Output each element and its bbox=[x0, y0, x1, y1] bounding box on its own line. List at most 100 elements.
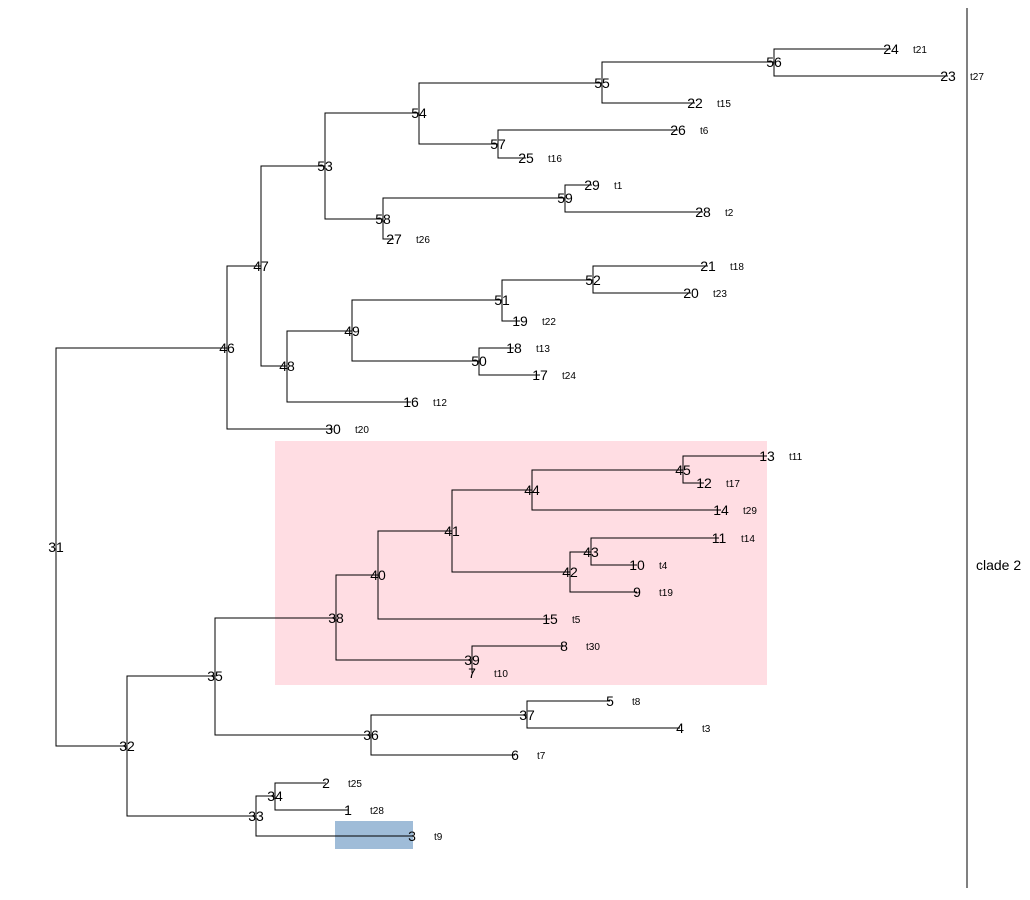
node-label-9: 9 bbox=[633, 584, 641, 600]
node-label-32: 32 bbox=[119, 738, 135, 754]
branch-31-32 bbox=[55, 547, 127, 747]
node-label-5: 5 bbox=[606, 693, 614, 709]
branch-53-58 bbox=[324, 166, 383, 220]
branch-59-28 bbox=[564, 198, 703, 213]
tree-edges bbox=[55, 48, 948, 837]
node-label-19: 19 bbox=[512, 313, 528, 329]
tip-label-t9: t9 bbox=[434, 832, 443, 843]
node-label-16: 16 bbox=[403, 394, 419, 410]
tip-label-t18: t18 bbox=[730, 262, 744, 273]
tip-label-t27: t27 bbox=[970, 72, 984, 83]
node-label-37: 37 bbox=[519, 707, 535, 723]
branch-47-53 bbox=[260, 165, 325, 266]
node-label-29: 29 bbox=[584, 177, 600, 193]
clade-2-highlight bbox=[275, 441, 767, 685]
node-label-59: 59 bbox=[557, 190, 573, 206]
tip-label-t7: t7 bbox=[537, 751, 546, 762]
node-label-36: 36 bbox=[363, 727, 379, 743]
node-label-2: 2 bbox=[322, 775, 330, 791]
node-label-15: 15 bbox=[542, 611, 558, 627]
branch-55-22 bbox=[601, 83, 695, 104]
branch-44-45 bbox=[531, 469, 683, 490]
node-label-49: 49 bbox=[344, 323, 360, 339]
tip-label-t30: t30 bbox=[586, 642, 600, 653]
node-label-27: 27 bbox=[386, 231, 402, 247]
node-label-45: 45 bbox=[675, 462, 691, 478]
tip-label-t5: t5 bbox=[572, 615, 581, 626]
node-label-20: 20 bbox=[683, 285, 699, 301]
branch-32-35 bbox=[126, 675, 215, 746]
branch-35-38 bbox=[214, 617, 336, 676]
branch-44-14 bbox=[531, 490, 721, 511]
branch-32-33 bbox=[126, 746, 256, 817]
node-label-10: 10 bbox=[629, 557, 645, 573]
branch-41-44 bbox=[451, 489, 532, 531]
branch-49-51 bbox=[351, 299, 502, 331]
tip-label-t11: t11 bbox=[789, 452, 803, 463]
branch-47-48 bbox=[260, 266, 287, 367]
node-label-40: 40 bbox=[370, 567, 386, 583]
tip-label-t16: t16 bbox=[548, 154, 562, 165]
node-label-50: 50 bbox=[471, 353, 487, 369]
branch-54-57 bbox=[418, 113, 498, 145]
tip-label-t8: t8 bbox=[632, 697, 641, 708]
branch-36-37 bbox=[370, 714, 527, 735]
tip-label-t14: t14 bbox=[741, 534, 755, 545]
tip-label-t4: t4 bbox=[659, 561, 668, 572]
tip-label-t20: t20 bbox=[355, 425, 369, 436]
branch-51-52 bbox=[501, 279, 593, 300]
node-label-4: 4 bbox=[676, 720, 684, 736]
node-label-13: 13 bbox=[759, 448, 775, 464]
branch-56-23 bbox=[773, 62, 948, 77]
branch-56-24 bbox=[773, 48, 891, 62]
node-label-3: 3 bbox=[408, 828, 416, 844]
node-label-11: 11 bbox=[712, 530, 727, 546]
branch-55-56 bbox=[601, 61, 774, 83]
node-label-58: 58 bbox=[375, 211, 391, 227]
node-label-30: 30 bbox=[325, 421, 341, 437]
tip-label-t26: t26 bbox=[416, 235, 430, 246]
node-label-33: 33 bbox=[248, 808, 264, 824]
branch-40-15 bbox=[377, 575, 550, 620]
branch-52-21 bbox=[592, 265, 708, 280]
node-label-48: 48 bbox=[279, 358, 295, 374]
branch-35-36 bbox=[214, 676, 371, 736]
branch-36-6 bbox=[370, 735, 515, 756]
tip-label-t3: t3 bbox=[702, 724, 711, 735]
tip-3-highlight bbox=[335, 821, 413, 849]
node-label-51: 51 bbox=[494, 292, 510, 308]
node-label-35: 35 bbox=[207, 668, 223, 684]
branch-37-5 bbox=[526, 700, 610, 715]
node-label-54: 54 bbox=[411, 105, 427, 121]
branch-54-55 bbox=[418, 82, 602, 113]
branch-53-54 bbox=[324, 112, 419, 166]
branch-52-20 bbox=[592, 280, 691, 294]
node-label-21: 21 bbox=[700, 258, 716, 274]
branch-58-27 bbox=[382, 219, 394, 240]
branch-42-9 bbox=[569, 572, 637, 593]
tip-label-t19: t19 bbox=[659, 588, 673, 599]
tip-label-t2: t2 bbox=[725, 208, 734, 219]
tip-label-t10: t10 bbox=[494, 669, 508, 680]
branch-43-10 bbox=[590, 552, 637, 566]
branch-31-46 bbox=[55, 347, 227, 547]
branch-34-1 bbox=[274, 796, 348, 811]
tip-label-t12: t12 bbox=[433, 398, 447, 409]
node-label-23: 23 bbox=[940, 68, 956, 84]
branch-40-41 bbox=[377, 530, 452, 575]
tip-label-t24: t24 bbox=[562, 371, 576, 382]
node-label-53: 53 bbox=[317, 158, 333, 174]
node-label-34: 34 bbox=[267, 788, 283, 804]
node-label-7: 7 bbox=[468, 665, 476, 681]
node-label-17: 17 bbox=[532, 367, 548, 383]
tip-label-t28: t28 bbox=[370, 806, 384, 817]
node-label-46: 46 bbox=[219, 340, 235, 356]
node-label-22: 22 bbox=[687, 95, 703, 111]
node-label-12: 12 bbox=[696, 475, 712, 491]
branch-57-25 bbox=[497, 144, 526, 159]
node-label-56: 56 bbox=[766, 54, 782, 70]
branch-45-12 bbox=[682, 470, 704, 484]
tip-label-t15: t15 bbox=[717, 99, 731, 110]
tip-label-t25: t25 bbox=[348, 779, 362, 790]
node-label-14: 14 bbox=[713, 502, 729, 518]
